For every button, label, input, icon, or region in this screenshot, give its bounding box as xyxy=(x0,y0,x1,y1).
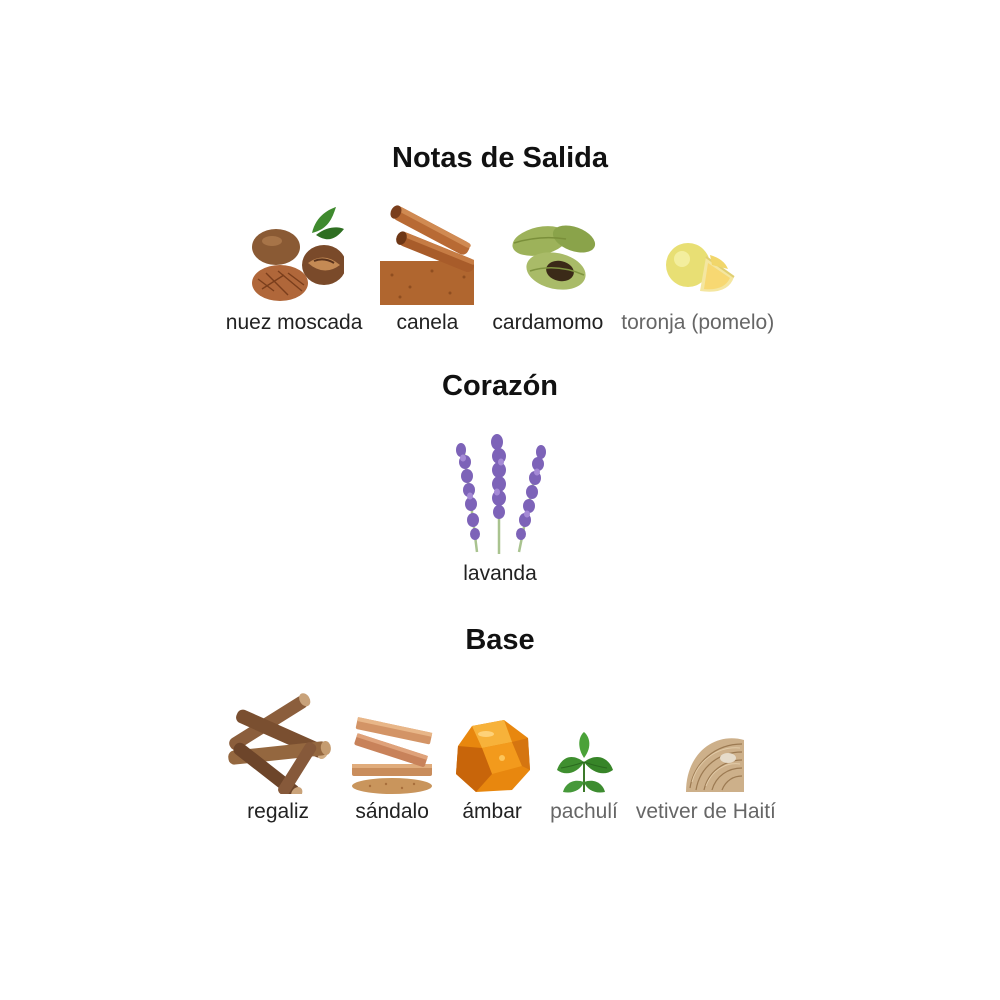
note-amber[interactable]: ámbar xyxy=(443,718,541,824)
nutmeg-icon xyxy=(252,207,345,301)
top-notes-row: nuez moscada canela xyxy=(0,205,1000,335)
note-licorice[interactable]: regaliz xyxy=(215,690,341,824)
note-label: ámbar xyxy=(462,800,522,823)
note-label: pachulí xyxy=(550,800,618,823)
note-label: vetiver de Haití xyxy=(635,800,776,823)
heart-notes-row: lavanda xyxy=(0,432,1000,586)
note-label: canela xyxy=(396,311,459,334)
cardamom-icon xyxy=(512,225,595,290)
note-grapefruit[interactable]: toronja (pomelo) xyxy=(612,205,783,335)
note-nutmeg[interactable]: nuez moscada xyxy=(217,205,372,335)
sandalwood-icon xyxy=(352,717,433,794)
note-label: nuez moscada xyxy=(225,311,363,334)
base-notes-row: regaliz sándalo xyxy=(0,690,1000,824)
section-title-base-notes: Base xyxy=(465,624,535,656)
note-lavender[interactable]: lavanda xyxy=(432,432,568,586)
section-title-heart-notes: Corazón xyxy=(442,370,558,402)
note-vetiver[interactable]: vetiver de Haití xyxy=(627,732,785,824)
note-cardamom[interactable]: cardamomo xyxy=(483,205,612,335)
patchouli-icon xyxy=(556,732,613,793)
note-patchouli[interactable]: pachulí xyxy=(541,732,627,824)
licorice-icon xyxy=(228,693,331,794)
note-label: sándalo xyxy=(355,800,429,823)
note-label: toronja (pomelo) xyxy=(621,311,775,334)
note-label: cardamomo xyxy=(492,311,604,334)
grapefruit-icon xyxy=(665,243,735,292)
section-title-top-notes: Notas de Salida xyxy=(392,142,608,174)
note-cinnamon[interactable]: canela xyxy=(371,205,483,335)
lavender-icon xyxy=(456,434,546,554)
vetiver-icon xyxy=(683,734,746,794)
note-label: regaliz xyxy=(247,800,310,823)
amber-icon xyxy=(456,720,531,792)
cinnamon-icon xyxy=(380,205,475,305)
note-sandalwood[interactable]: sándalo xyxy=(341,714,443,824)
note-label: lavanda xyxy=(463,562,537,585)
